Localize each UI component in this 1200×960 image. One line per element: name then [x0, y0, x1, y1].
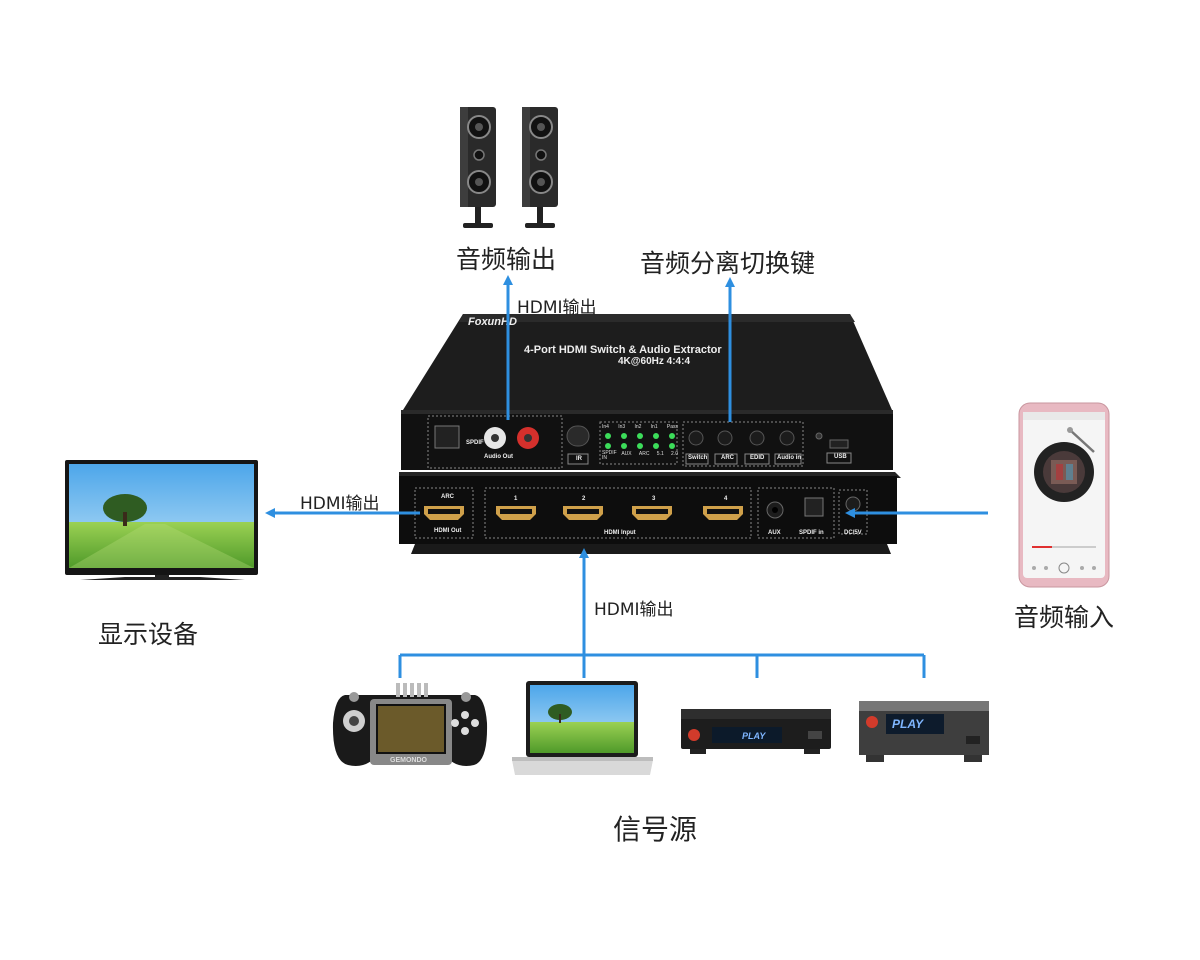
led-label-spdif-in: SPDIF IN: [602, 450, 617, 461]
led-indicator: [637, 433, 643, 439]
speakers-icon: [460, 107, 558, 228]
led-label-20: 2.0: [671, 451, 678, 457]
game-console-icon: [332, 683, 488, 766]
audio-out-label: Audio Out: [484, 454, 513, 460]
arc-port-label: ARC: [441, 494, 454, 500]
device-model: 4-Port HDMI Switch & Audio Extractor: [524, 344, 722, 356]
audio-input-caption: 音频输入: [1014, 603, 1115, 632]
led-indicator: [653, 433, 659, 439]
device-spec: 4K@60Hz 4:4:4: [618, 356, 691, 367]
led-label-in4: In4: [602, 424, 609, 430]
dc-label: DC/5V: [844, 530, 862, 536]
led-indicator: [637, 443, 643, 449]
aux-label: AUX: [768, 530, 781, 536]
ir-label: IR: [576, 456, 582, 462]
hdmi-out-port-label: HDMI Out: [434, 528, 462, 534]
audio-out-caption: 音频输出: [456, 245, 557, 274]
arc-button-label: ARC: [721, 455, 734, 461]
port-number-2: 2: [582, 496, 586, 502]
usb-label: USB: [834, 454, 847, 460]
hdmi-out-bottom-caption: HDMI输出: [594, 600, 674, 620]
media-box-icon: [859, 701, 989, 762]
led-indicator: [669, 433, 675, 439]
display-device-caption: 显示设备: [98, 620, 199, 649]
led-indicator: [621, 443, 627, 449]
switch-button-label: Switch: [688, 455, 708, 461]
speaker-right: [522, 107, 558, 228]
spdif-out-label: SPDIF: [466, 440, 484, 446]
edid-button-label: EDID: [750, 455, 765, 461]
tv-icon: [65, 460, 258, 580]
device-brand: FoxunHD: [468, 316, 517, 328]
led-indicator: [605, 433, 611, 439]
led-indicator: [653, 443, 659, 449]
led-label-in3: In3: [618, 424, 626, 430]
audio-in-button-label: Audio in: [777, 455, 801, 461]
hdmi-out-top-caption: HDMI输出: [517, 298, 597, 318]
led-indicator: [605, 443, 611, 449]
port-number-3: 3: [652, 496, 656, 502]
audio-switch-key-caption: 音频分离切换键: [640, 249, 816, 278]
led-label-in2: In2: [634, 424, 642, 430]
led-label-51: 5.1: [656, 451, 664, 457]
led-indicator: [669, 443, 675, 449]
game-console-brand: GEMONDO: [390, 757, 427, 764]
speaker-left: [460, 107, 496, 228]
media-box-screen-text: PLAY: [892, 717, 924, 731]
hdmi-switch-device: [399, 314, 901, 554]
port-number-1: 1: [514, 496, 518, 502]
led-grid: In4 In3 In2 In1 Pass SPDIF IN AUX ARC 5.…: [602, 424, 678, 461]
hdmi-out-left-caption: HDMI输出: [300, 494, 380, 514]
hdmi-input-label: HDMI Input: [604, 530, 636, 536]
laptop-icon: [512, 681, 653, 775]
led-label-in1: In1: [650, 424, 658, 430]
media-player-screen-text: PLAY: [742, 731, 766, 741]
signal-source-caption: 信号源: [613, 813, 698, 846]
led-label-arc: ARC: [638, 451, 650, 457]
media-player-icon: [681, 709, 831, 754]
port-number-4: 4: [724, 496, 728, 502]
spdif-in-label: SPDIF in: [799, 530, 824, 536]
led-label-aux: AUX: [621, 451, 632, 457]
led-indicator: [621, 433, 627, 439]
led-label-pass: Pass: [666, 424, 678, 430]
phone-icon: [1018, 402, 1110, 588]
